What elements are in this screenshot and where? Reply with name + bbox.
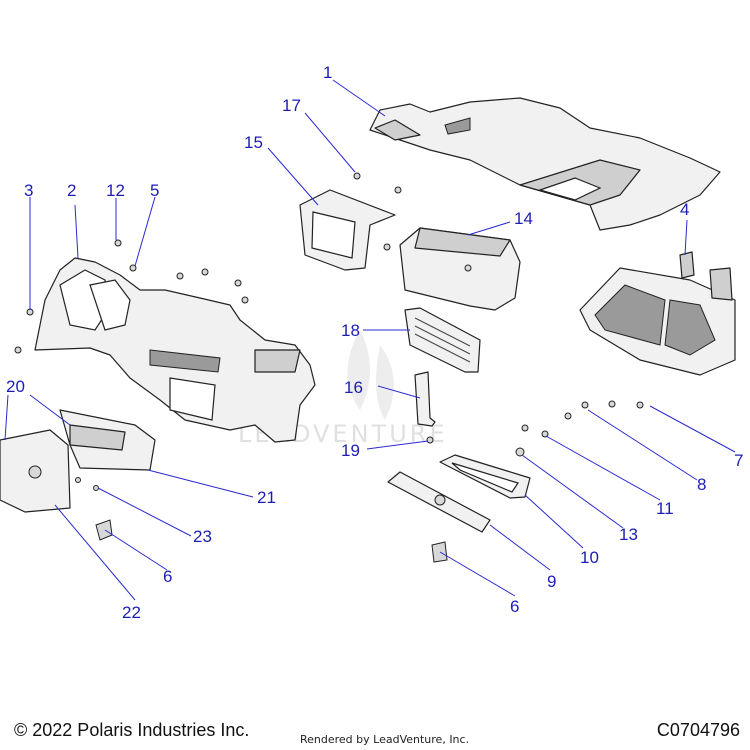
callout-21: 21 xyxy=(257,488,276,507)
leader-lines xyxy=(4,79,736,601)
callout-23: 23 xyxy=(193,527,212,546)
part-10-trim-frame xyxy=(439,454,531,499)
callout-2: 2 xyxy=(67,181,76,200)
callout-12: 12 xyxy=(106,181,125,200)
callout-14: 14 xyxy=(514,209,533,228)
callout-4: 4 xyxy=(680,200,689,219)
callout-6b: 6 xyxy=(510,597,519,616)
callout-19: 19 xyxy=(341,441,360,460)
callout-9: 9 xyxy=(547,572,556,591)
diagram-code: C0704796 xyxy=(656,720,740,740)
part-9-glove-box-door xyxy=(387,471,491,533)
callout-22: 22 xyxy=(122,603,141,622)
part-2-main-dash xyxy=(34,257,316,443)
callout-5: 5 xyxy=(150,181,159,200)
part-16-bracket xyxy=(414,371,436,427)
callout-17: 17 xyxy=(282,96,301,115)
callout-1: 1 xyxy=(323,63,332,82)
callout-8: 8 xyxy=(697,475,706,494)
part-1-upper-dash-panel xyxy=(369,97,721,231)
copyright-text: © 2022 Polaris Industries Inc. xyxy=(14,720,250,740)
callouts: 1 2 3 4 5 6 6 7 8 9 10 11 12 13 14 15 16… xyxy=(6,63,743,622)
callout-11: 11 xyxy=(656,499,674,518)
rendered-by-text: Rendered by LeadVenture, Inc. xyxy=(300,733,470,746)
callout-10: 10 xyxy=(580,548,599,567)
callout-13: 13 xyxy=(619,525,638,544)
callout-18: 18 xyxy=(341,321,360,340)
callout-20: 20 xyxy=(6,377,25,396)
part-15-gauge-bezel xyxy=(299,189,396,271)
part-21-storage-tray xyxy=(59,409,156,471)
callout-3: 3 xyxy=(24,181,33,200)
part-18-grille xyxy=(404,307,481,373)
part-22-door-panel xyxy=(0,429,71,513)
callout-16: 16 xyxy=(344,378,363,397)
part-4-gauge-housing xyxy=(579,251,736,376)
part-14-storage-bin xyxy=(399,227,521,311)
callout-15: 15 xyxy=(244,133,263,152)
callout-7: 7 xyxy=(734,451,743,470)
callout-6a: 6 xyxy=(163,567,172,586)
